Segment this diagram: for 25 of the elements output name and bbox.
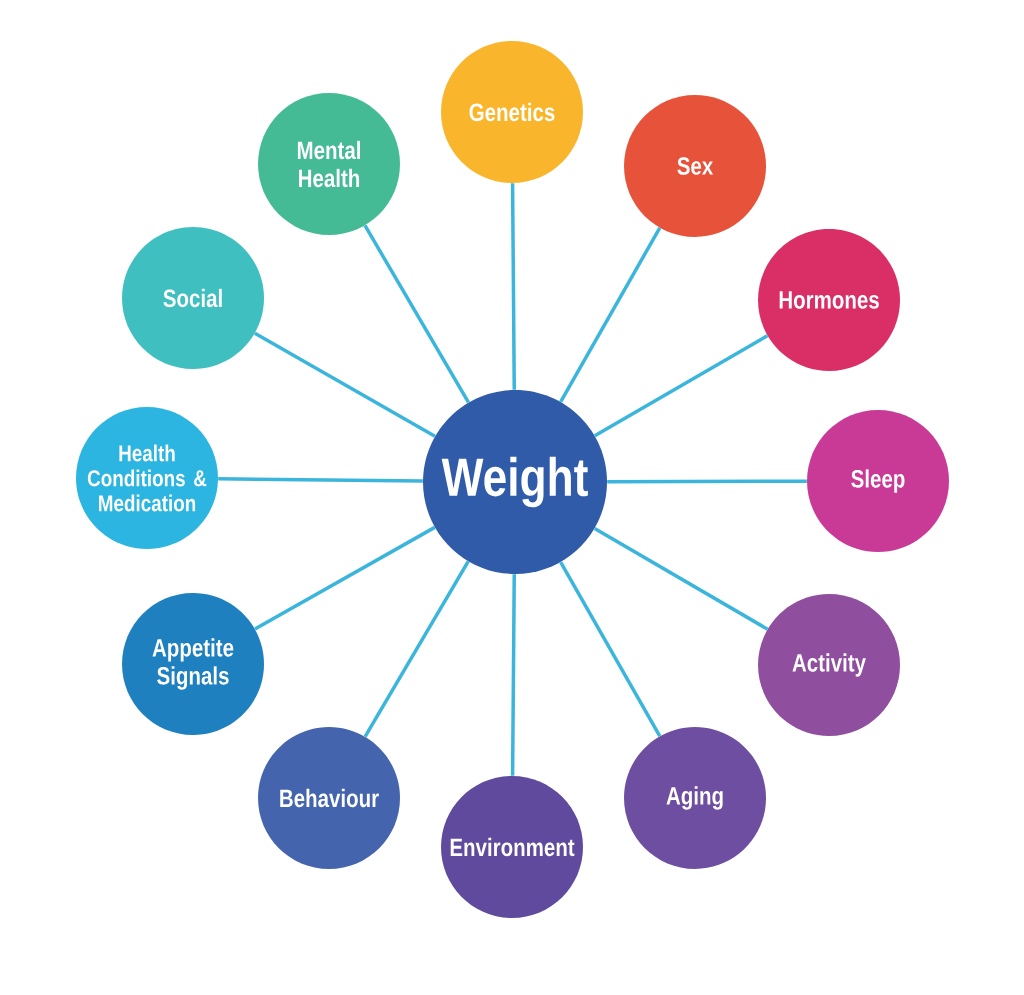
circle-node: Aging (624, 727, 766, 869)
circle-node: Genetics (441, 41, 583, 183)
circle-node: Appetite Signals (122, 593, 264, 735)
connector-line (363, 224, 470, 404)
connector-line (593, 334, 769, 438)
circle-node: Social (122, 227, 264, 369)
circle-node: Hormones (758, 229, 900, 371)
circle-node: Sex (624, 95, 766, 237)
connector-line (510, 574, 516, 776)
circle-node: Sleep (807, 410, 949, 552)
connector-line (559, 227, 662, 403)
connector-line (253, 331, 436, 438)
circle-node: Environment (441, 776, 583, 918)
connector-line (510, 183, 516, 390)
circle-node: Health Conditions & Medication (76, 407, 218, 549)
circle-node: Mental Health (258, 93, 400, 235)
circle-node: Activity (758, 594, 900, 736)
connector-line (218, 477, 423, 483)
circle-node: Weight (423, 390, 607, 574)
connector-line (363, 560, 470, 738)
connector-line (254, 525, 436, 631)
connector-line (607, 479, 807, 484)
circle-node: Behaviour (258, 727, 400, 869)
connector-line (559, 561, 662, 737)
connector-line (593, 526, 769, 631)
